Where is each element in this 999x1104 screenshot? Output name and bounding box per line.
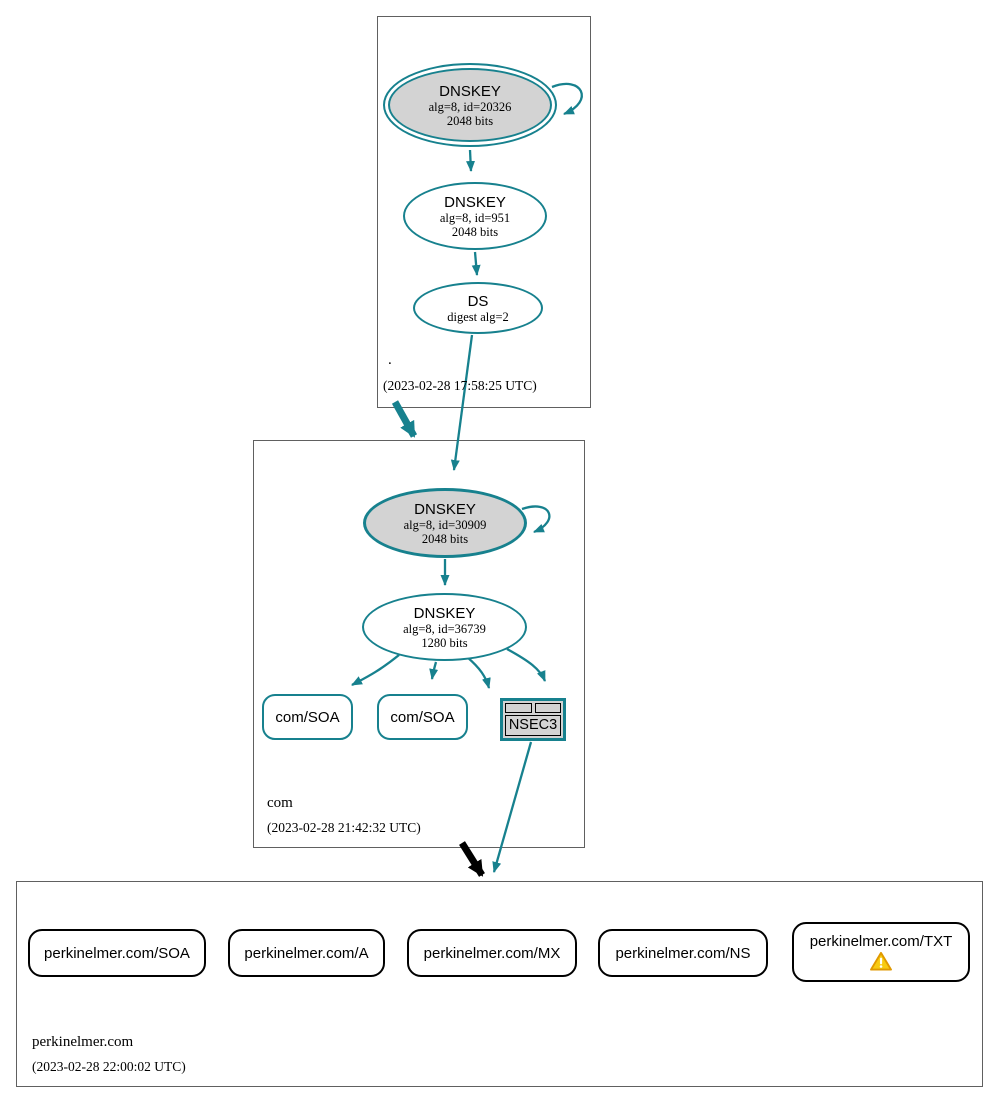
node-perkinelmer-a[interactable]: perkinelmer.com/A [228,929,385,977]
zone-label-perkinelmer: perkinelmer.com [32,1034,134,1050]
node-com-soa-1-label: com/SOA [275,708,340,726]
node-com-nsec3-label: NSEC3 [505,715,561,736]
node-com-zsk-alg: alg=8, id=36739 [403,621,486,636]
zone-label-root: . [388,352,392,368]
node-perkinelmer-ns-label: perkinelmer.com/NS [615,944,751,962]
zone-timestamp-perkinelmer: (2023-02-28 22:00:02 UTC) [32,1059,186,1074]
trust-anchor-ring [388,68,552,142]
node-root-ksk[interactable]: DNSKEY alg=8, id=20326 2048 bits [383,63,557,147]
node-com-nsec3[interactable]: NSEC3 [500,698,566,741]
node-com-ksk[interactable]: DNSKEY alg=8, id=30909 2048 bits [363,488,527,558]
nsec3-cell-right [534,703,561,713]
node-com-soa-2[interactable]: com/SOA [377,694,468,740]
node-perkinelmer-mx-label: perkinelmer.com/MX [423,944,561,962]
node-perkinelmer-mx[interactable]: perkinelmer.com/MX [407,929,577,977]
nsec3-cell-left [505,703,532,713]
node-root-ds-digest: digest alg=2 [447,309,509,324]
node-com-zsk-bits: 1280 bits [421,635,468,650]
node-perkinelmer-txt-label: perkinelmer.com/TXT [809,933,953,950]
warning-icon [870,951,892,971]
node-com-ksk-bits: 2048 bits [421,531,469,546]
node-root-zsk[interactable]: DNSKEY alg=8, id=951 2048 bits [403,182,547,250]
zone-timestamp-root: (2023-02-28 17:58:25 UTC) [383,378,537,393]
node-root-ds-type: DS [467,292,489,310]
node-root-ksk-alg: alg=8, id=20326 [428,99,512,114]
zone-box-perkinelmer [16,881,983,1087]
node-root-zsk-alg: alg=8, id=951 [439,210,511,225]
zone-box-root [377,16,591,408]
node-com-ksk-type: DNSKEY [414,500,476,518]
node-root-zsk-type: DNSKEY [444,193,506,211]
node-root-ksk-type: DNSKEY [439,82,501,100]
node-root-ds[interactable]: DS digest alg=2 [413,282,543,334]
node-com-zsk[interactable]: DNSKEY alg=8, id=36739 1280 bits [362,593,527,661]
nsec3-header-cells [505,703,561,713]
node-perkinelmer-soa[interactable]: perkinelmer.com/SOA [28,929,206,977]
zone-box-com [253,440,585,848]
node-com-ksk-alg: alg=8, id=30909 [403,517,487,532]
node-perkinelmer-soa-label: perkinelmer.com/SOA [44,944,190,962]
node-perkinelmer-a-label: perkinelmer.com/A [244,944,369,962]
zone-label-com: com [267,795,293,811]
node-root-zsk-bits: 2048 bits [451,224,499,239]
node-com-soa-1[interactable]: com/SOA [262,694,353,740]
node-com-soa-2-label: com/SOA [390,708,455,726]
node-perkinelmer-txt[interactable]: perkinelmer.com/TXT [792,922,970,982]
zone-timestamp-com: (2023-02-28 21:42:32 UTC) [267,820,421,835]
node-com-zsk-type: DNSKEY [413,604,476,622]
node-root-ksk-bits: 2048 bits [446,113,494,128]
node-perkinelmer-ns[interactable]: perkinelmer.com/NS [598,929,768,977]
